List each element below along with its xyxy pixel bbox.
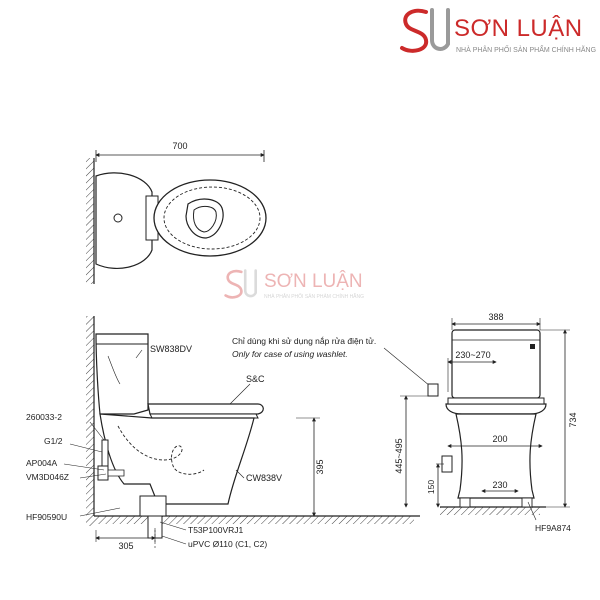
label-hf9a874: HF9A874 [535,523,571,533]
brand-logo-icon [400,8,450,53]
label-t53p: T53P100VRJ1 [188,525,244,535]
supply-hose [101,439,109,467]
leader-g12 [69,443,103,453]
watermark-logo: SƠN LUẬN NHÀ PHÂN PHỐI SẢN PHẨM CHÍNH HÃ… [218,268,378,302]
side-wall-hatch [86,316,94,526]
note-en: Only for case of using washlet. [232,349,348,359]
note-vi: Chỉ dùng khi sử dụng nắp rửa điện tử. [232,336,376,346]
top-view: 700 [86,141,267,284]
dim-label-200: 200 [492,434,507,444]
brand-name: SƠN LUẬN [454,15,583,42]
watermark-tagline: NHÀ PHÂN PHỐI SẢN PHẨM CHÍNH HÃNG [264,294,365,300]
label-sc: S&C [246,374,265,384]
leader-upvc [161,535,187,545]
label-hf90590u: HF90590U [26,512,67,522]
dim-label-700: 700 [172,141,187,151]
label-cw838v: CW838V [246,473,282,483]
front-bowl [455,413,537,499]
watermark-name: SƠN LUẬN [264,271,363,292]
label-upvc: uPVC Ø110 (C1, C2) [188,539,267,549]
leader-cw838v [235,469,245,479]
label-260033: 260033-2 [26,412,62,422]
front-socket-icon [427,383,439,397]
leader-hf90590u [79,507,121,517]
front-seat [445,403,547,415]
dim-label-445-495: 445~495 [394,438,404,473]
stop-valve [97,465,109,481]
flush-button-icon [113,213,123,223]
label-sw838dv: SW838DV [150,344,192,354]
front-view: 388 230~270 734 445~495 150 200 [394,312,578,533]
top-seat-inner [163,186,261,250]
side-outlet [139,495,167,517]
front-floor-hatch [440,507,540,515]
side-bowl [99,413,255,505]
leader-sc [229,383,251,405]
dim-label-230: 230 [492,480,507,490]
brand-tagline: NHÀ PHÂN PHỐI SẢN PHẨM CHÍNH HÃNG [456,47,597,54]
watermark-icon [224,269,257,299]
front-button-icon [530,344,535,349]
top-drain [193,205,217,233]
side-view: 395 305 SW838DV S&C CW838V 260033-2 G1/2… [26,316,420,551]
dim-label-305: 305 [118,541,133,551]
side-floor-hatch [94,516,414,524]
leader-vm3d [79,473,107,479]
side-tank [95,333,149,415]
top-wall-hatch [86,158,94,284]
label-vm3d: VM3D046Z [26,472,69,482]
leader-sw838dv [135,349,143,359]
leader-ap004a [63,463,105,471]
dim-label-150: 150 [426,480,436,494]
side-seat-cover [147,403,264,415]
label-g12: G1/2 [44,436,63,446]
label-ap004a: AP004A [26,458,58,468]
leader-t53p [159,521,187,531]
leader-note [383,347,431,387]
dim-label-388: 388 [488,312,503,322]
dim-label-230-270: 230~270 [455,350,490,360]
top-tank [95,172,153,269]
dim-label-734: 734 [568,412,578,427]
brand-logo: SƠN LUẬN NHÀ PHÂN PHỐI SẢN PHẨM CHÍNH HÃ… [396,6,596,58]
leader-hf9a874 [527,501,537,521]
side-trapway [117,425,205,475]
dim-label-395: 395 [315,459,325,474]
leader-260033 [89,421,105,441]
